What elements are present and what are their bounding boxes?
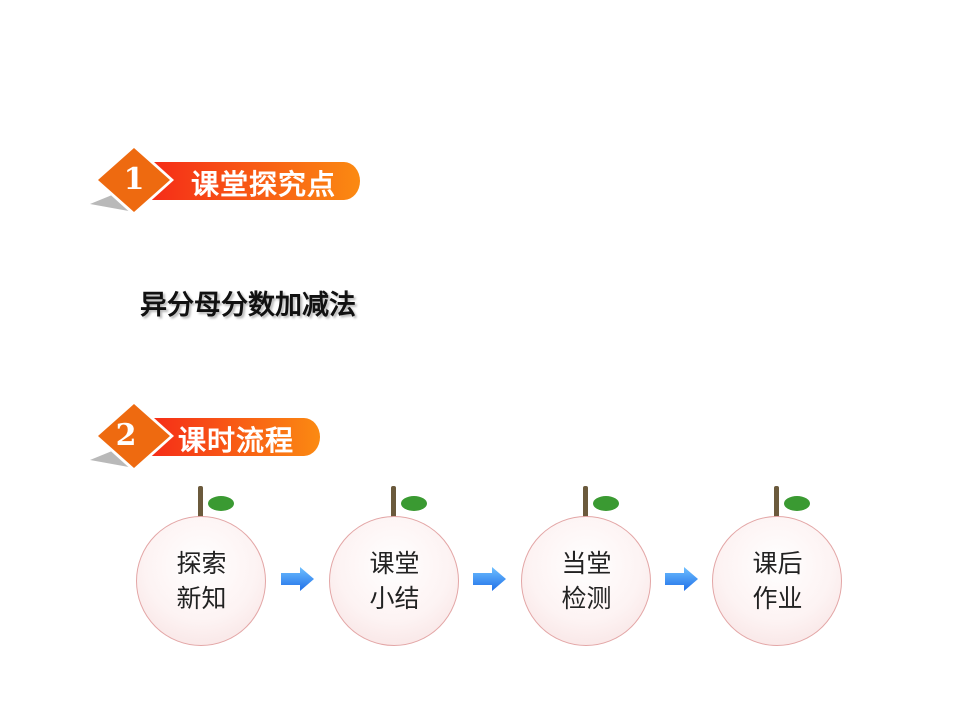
stem-icon [391, 486, 396, 518]
section-number: 2 [115, 418, 137, 453]
right-arrow-icon [473, 567, 506, 591]
section-title: 课堂探究点 [191, 168, 337, 201]
step-label-line1: 当堂 [561, 549, 612, 578]
section-title: 课时流程 [178, 424, 295, 457]
diamond-badge-2 [90, 400, 320, 472]
step-label-line2: 小结 [369, 584, 420, 613]
stem-icon [198, 486, 203, 518]
step-label-line2: 新知 [176, 584, 227, 613]
section-header-2: 2 课时流程 [86, 398, 366, 478]
flow-step-explore: 探索 新知 [136, 486, 268, 656]
fruit-circle [712, 516, 842, 646]
flow-step-homework: 课后 作业 [712, 486, 844, 656]
leaf-icon [401, 496, 427, 511]
fruit-circle [521, 516, 651, 646]
flow-step-summary: 课堂 小结 [329, 486, 461, 656]
step-label: 当堂 检测 [521, 546, 652, 616]
stem-icon [774, 486, 779, 518]
stem-icon [583, 486, 588, 518]
section-number: 1 [123, 162, 145, 197]
flow-step-test: 当堂 检测 [521, 486, 653, 656]
diamond-badge-1 [90, 144, 360, 216]
leaf-icon [593, 496, 619, 511]
fruit-circle [329, 516, 459, 646]
right-arrow-icon [665, 567, 698, 591]
leaf-icon [208, 496, 234, 511]
step-label-line1: 探索 [176, 549, 227, 578]
step-label-line2: 检测 [561, 584, 612, 613]
leaf-icon [784, 496, 810, 511]
step-label: 探索 新知 [136, 546, 267, 616]
section-header-1: 1 课堂探究点 [86, 142, 366, 222]
right-arrow-icon [281, 567, 314, 591]
topic-title: 异分母分数加减法 [140, 290, 356, 321]
fruit-circle [136, 516, 266, 646]
step-label: 课堂 小结 [329, 546, 460, 616]
step-label-line2: 作业 [752, 584, 803, 613]
step-label-line1: 课后 [752, 549, 803, 578]
step-label-line1: 课堂 [369, 549, 420, 578]
step-label: 课后 作业 [712, 546, 843, 616]
